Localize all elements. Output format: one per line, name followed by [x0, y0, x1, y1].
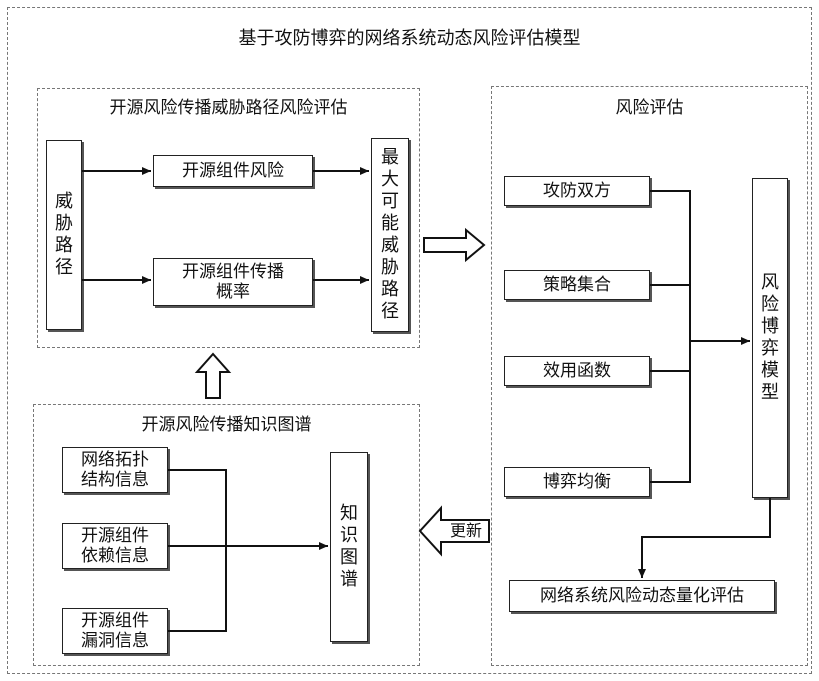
propagation-probability-box: 开源组件传播 概率 — [153, 258, 313, 306]
topology-info-label: 网络拓扑 结构信息 — [81, 450, 149, 490]
component-risk-label: 开源组件风险 — [182, 161, 284, 181]
strategy-set-box: 策略集合 — [504, 270, 650, 300]
dependency-info-label: 开源组件 依赖信息 — [81, 526, 149, 566]
both-sides-label: 攻防双方 — [543, 181, 611, 201]
risk-assessment-panel — [491, 86, 808, 666]
threat-path-panel — [37, 88, 420, 348]
update-label: 更新 — [449, 521, 482, 540]
risk-panel-title: 风险评估 — [615, 98, 684, 118]
knowledge-graph-panel — [33, 404, 420, 666]
game-equilibrium-label: 博弈均衡 — [543, 472, 611, 492]
vulnerability-info-label: 开源组件 漏洞信息 — [81, 611, 149, 651]
outer-frame — [7, 7, 812, 674]
threat-panel-title: 开源风险传播威胁路径风险评估 — [109, 98, 348, 118]
topology-info-box: 网络拓扑 结构信息 — [62, 447, 168, 493]
max-threat-path-label: 最大可能威胁路径 — [381, 147, 399, 322]
knowledge-graph-box: 知识图谱 — [330, 452, 368, 642]
knowledge-graph-label: 知识图谱 — [340, 503, 358, 590]
component-risk-box: 开源组件风险 — [153, 155, 313, 187]
threat-path-box: 威胁路径 — [46, 140, 82, 330]
max-threat-path-box: 最大可能威胁路径 — [371, 138, 409, 332]
dependency-info-box: 开源组件 依赖信息 — [62, 523, 168, 569]
game-model-box: 风险博弈模型 — [752, 178, 788, 498]
line-topology — [168, 469, 227, 632]
vulnerability-info-box: 开源组件 漏洞信息 — [62, 608, 168, 654]
main-title: 基于攻防博弈的网络系统动态风险评估模型 — [238, 28, 581, 49]
threat-path-label: 威胁路径 — [55, 191, 73, 278]
hollow-up-arrow — [194, 352, 232, 399]
kg-panel-title: 开源风险传播知识图谱 — [141, 415, 312, 435]
line-risk-bus — [650, 190, 691, 483]
utility-function-box: 效用函数 — [504, 356, 650, 386]
quantitative-eval-label: 网络系统风险动态量化评估 — [540, 586, 744, 606]
hollow-left-arrow — [418, 505, 490, 557]
arrow-to-quant-eval — [638, 498, 771, 578]
utility-function-label: 效用函数 — [543, 361, 611, 381]
hollow-right-arrow — [423, 227, 486, 263]
quantitative-eval-box: 网络系统风险动态量化评估 — [509, 580, 775, 612]
propagation-probability-label: 开源组件传播 概率 — [182, 262, 284, 302]
strategy-set-label: 策略集合 — [543, 275, 611, 295]
game-model-label: 风险博弈模型 — [761, 272, 779, 403]
game-equilibrium-box: 博弈均衡 — [504, 467, 650, 497]
both-sides-box: 攻防双方 — [504, 176, 650, 206]
